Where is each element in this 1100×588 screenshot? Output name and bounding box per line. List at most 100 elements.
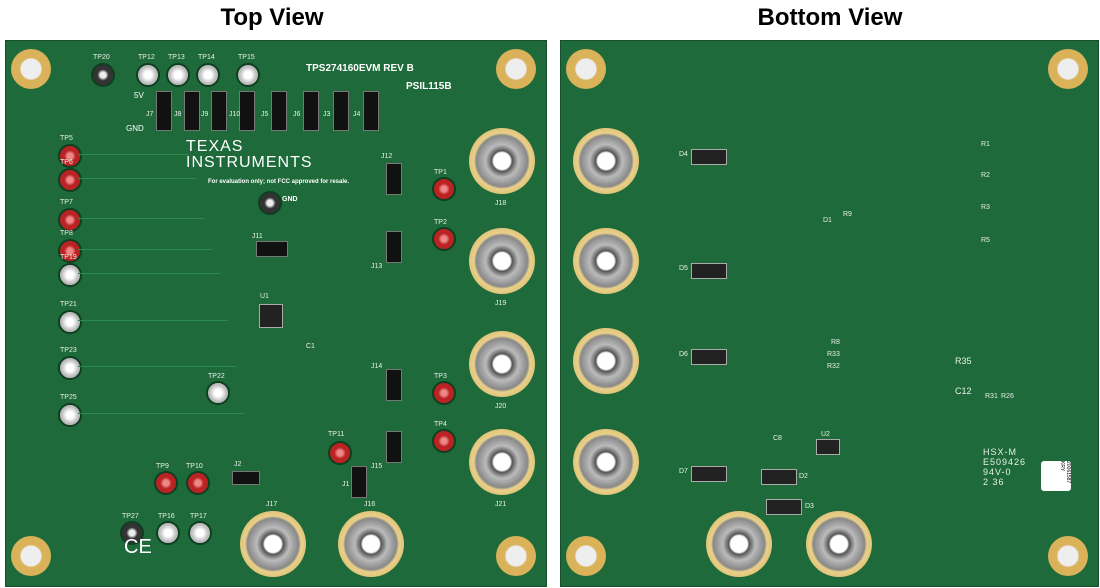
label: D4 <box>679 151 688 158</box>
test-point <box>136 63 160 87</box>
jumper <box>271 91 287 131</box>
test-point-label: TP19 <box>60 254 77 261</box>
jumper-j11 <box>256 241 288 257</box>
test-point-label: TP12 <box>138 54 155 61</box>
label: TP27 <box>122 513 139 520</box>
jumper <box>363 91 379 131</box>
diode-d2 <box>761 469 797 485</box>
label: R26 <box>1001 393 1014 400</box>
jack <box>469 228 535 294</box>
mounting-hole <box>566 536 606 576</box>
diode-d4 <box>691 149 727 165</box>
label: TP11 <box>328 431 345 438</box>
test-point-label: TP15 <box>238 54 255 61</box>
mounting-hole <box>496 536 536 576</box>
label: J15 <box>371 463 383 470</box>
label: J14 <box>371 363 383 370</box>
jack <box>573 328 639 394</box>
jack <box>573 429 639 495</box>
label: J2 <box>234 461 242 468</box>
label: TP16 <box>158 513 175 520</box>
jumper <box>211 91 227 131</box>
label: J13 <box>371 263 383 270</box>
label: D6 <box>679 351 688 358</box>
jumper-label: J3 <box>323 111 331 118</box>
test-point <box>166 63 190 87</box>
label: J11 <box>252 233 263 240</box>
label: R1 <box>981 141 990 148</box>
mounting-hole <box>11 536 51 576</box>
jack <box>469 331 535 397</box>
ul-marking: HSX-M E509426 94V-0 2 36 <box>983 447 1026 487</box>
test-point-tp17 <box>188 521 212 545</box>
jack <box>469 128 535 194</box>
test-point-label: TP14 <box>198 54 215 61</box>
bottom-view-title: Bottom View <box>757 4 903 31</box>
test-point <box>58 208 82 232</box>
jumper <box>184 91 200 131</box>
board-name: TPS274160EVM REV B <box>306 63 414 74</box>
test-point-label: TP25 <box>60 394 77 401</box>
gnd-label: GND <box>282 196 298 203</box>
jack-label: J16 <box>364 501 376 508</box>
test-point-tp27 <box>120 521 144 545</box>
board-id: PSIL115B <box>406 81 452 92</box>
trace <box>78 249 212 250</box>
mounting-hole <box>496 49 536 89</box>
mounting-hole <box>11 49 51 89</box>
label: C8 <box>773 435 782 442</box>
serial-label: 20061587 KRY <box>1041 461 1071 491</box>
trace <box>78 178 196 179</box>
label: D5 <box>679 265 688 272</box>
diode-d6 <box>691 349 727 365</box>
top-view-title: Top View <box>220 4 324 31</box>
jumper <box>239 91 255 131</box>
mounting-hole <box>1048 49 1088 89</box>
test-point-tp10 <box>186 471 210 495</box>
5v-label: 5V <box>134 91 144 100</box>
jack-label: J18 <box>495 200 507 207</box>
label: R31 <box>985 393 998 400</box>
jack <box>573 228 639 294</box>
test-point <box>196 63 220 87</box>
ce-mark: CE <box>124 536 152 558</box>
label: TP2 <box>434 219 447 226</box>
label: TP22 <box>208 373 225 380</box>
label: R32 <box>827 363 840 370</box>
label: D3 <box>805 503 814 510</box>
jack-label: J17 <box>266 501 278 508</box>
test-point-label: TP7 <box>60 199 73 206</box>
ti-logo: TEXAS INSTRUMENTS <box>186 138 313 171</box>
disclaimer: For evaluation only; not FCC approved fo… <box>208 179 350 185</box>
jack <box>806 511 872 577</box>
trace <box>78 320 228 321</box>
test-point <box>58 239 82 263</box>
test-point-tp9 <box>154 471 178 495</box>
trace <box>78 154 188 155</box>
label: D1 <box>823 217 832 224</box>
trace <box>78 218 204 219</box>
test-point-label: TP13 <box>168 54 185 61</box>
jumper-label: J4 <box>353 111 361 118</box>
label: J12 <box>381 153 393 160</box>
jumper <box>156 91 172 131</box>
test-point-label: TP21 <box>60 301 77 308</box>
jumper-j15 <box>386 431 402 463</box>
marking-line: E509426 <box>983 457 1027 467</box>
jumper <box>303 91 319 131</box>
jack-label: J19 <box>495 300 507 307</box>
marking-line: 2 36 <box>983 477 1005 487</box>
label: R33 <box>827 351 840 358</box>
label: R9 <box>843 211 852 218</box>
test-point <box>91 63 115 87</box>
label: J1 <box>342 481 350 488</box>
trace <box>78 413 244 414</box>
jack <box>469 429 535 495</box>
marking-line: 94V-0 <box>983 467 1012 477</box>
jumper-j2 <box>232 471 260 485</box>
label: TP1 <box>434 169 447 176</box>
test-point-tp3 <box>432 381 456 405</box>
label: C12 <box>955 386 972 396</box>
mounting-hole <box>1048 536 1088 576</box>
test-point-label: TP8 <box>60 230 73 237</box>
